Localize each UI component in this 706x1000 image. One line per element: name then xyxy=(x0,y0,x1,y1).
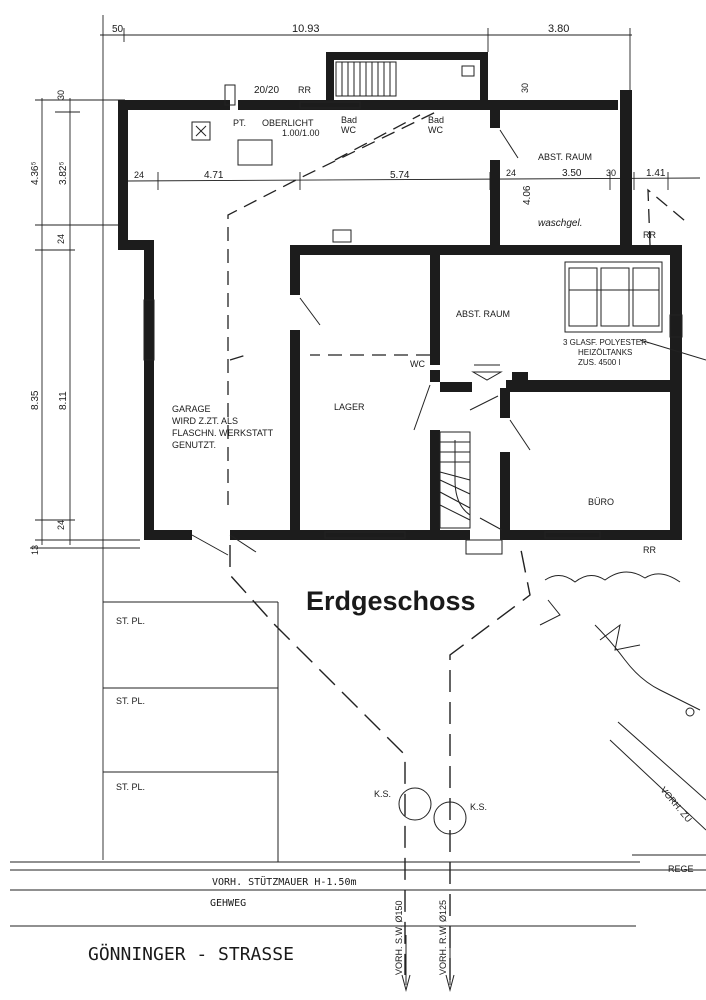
dim-13: 13 xyxy=(30,545,40,555)
label-st-pl-2: ST. PL. xyxy=(116,696,145,706)
label-bad-1: Bad xyxy=(341,115,357,125)
label-pt: PT. xyxy=(233,118,246,128)
label-buero: BÜRO xyxy=(588,497,614,507)
dim-436: 4.36⁵ xyxy=(30,161,41,185)
top-dimension-lines xyxy=(100,15,701,860)
inner-stairs xyxy=(439,431,471,529)
dim-382: 3.82⁵ xyxy=(58,161,69,185)
site-layout xyxy=(10,339,706,992)
label-garage-2: WIRD Z.ZT. ALS xyxy=(172,416,238,426)
label-stuetzmauer: VORH. STÜTZMAUER H-1.50m xyxy=(212,875,357,888)
label-st-pl-3: ST. PL. xyxy=(116,782,145,792)
label-rege: REGE xyxy=(668,864,694,874)
label-tanks-2: HEIZÖLTANKS xyxy=(578,348,632,357)
label-wc: WC xyxy=(410,359,425,369)
dim-141: 1.41 xyxy=(646,168,666,179)
label-rw: VORH. R.W. Ø125 xyxy=(438,900,448,975)
dim-406: 4.06 xyxy=(522,185,533,205)
label-garage-3: FLASCHN. WERKSTATT xyxy=(172,428,274,438)
label-tanks-1: 3 GLASF. POLYESTER- xyxy=(563,338,650,347)
drainage-dashed-lines xyxy=(227,109,691,980)
door-swings xyxy=(191,129,531,556)
dim-350: 3.50 xyxy=(562,168,582,179)
label-garage-4: GENUTZT. xyxy=(172,440,216,450)
label-ks-1: K.S. xyxy=(374,789,391,799)
dim-30: 30 xyxy=(606,168,616,178)
label-st-pl-1: ST. PL. xyxy=(116,616,145,626)
dim-30-top: 30 xyxy=(520,83,530,93)
dim-1093: 10.93 xyxy=(292,23,320,35)
dim-50: 50 xyxy=(112,24,124,35)
label-abst-raum-1: ABST. RAUM xyxy=(538,152,592,162)
dim-24-left-a: 24 xyxy=(56,234,66,244)
dim-574: 5.74 xyxy=(390,170,410,181)
dim-380: 3.80 xyxy=(548,23,569,35)
label-wc-1: WC xyxy=(341,125,356,135)
label-sw: VORH. S.W. Ø150 xyxy=(394,900,404,975)
dim-24-left: 24 xyxy=(134,170,144,180)
skylight-oberlicht xyxy=(191,84,273,166)
label-lager: LAGER xyxy=(334,402,365,412)
dim-30-left: 30 xyxy=(56,90,66,100)
dim-24-mid: 24 xyxy=(506,168,516,178)
oil-tanks xyxy=(564,261,663,333)
chimney-size: 20/20 xyxy=(254,85,279,96)
label-oberlicht-size: 1.00/1.00 xyxy=(282,128,320,138)
dim-811: 8.11 xyxy=(58,391,69,410)
label-ks-2: K.S. xyxy=(470,802,487,812)
label-rr-right-1: RR xyxy=(643,230,656,240)
label-rr-right-2: RR xyxy=(643,545,656,555)
label-tanks-3: ZUS. 4500 l xyxy=(578,358,620,367)
dim-24-left-b: 24 xyxy=(56,520,66,530)
label-garage-1: GARAGE xyxy=(172,404,211,414)
dim-835: 8.35 xyxy=(30,390,41,410)
label-gehweg: GEHWEG xyxy=(210,898,246,909)
left-dimension-lines xyxy=(30,98,140,549)
label-abst-raum-2: ABST. RAUM xyxy=(456,309,510,319)
top-stairs xyxy=(335,61,475,97)
windows xyxy=(143,101,683,539)
label-bad-2: Bad xyxy=(428,115,444,125)
building-walls xyxy=(118,52,682,540)
dim-471: 4.71 xyxy=(204,170,224,181)
label-strasse: GÖNNINGER - STRASSE xyxy=(88,943,294,965)
label-vorh-right: VORH. ZU xyxy=(658,785,693,824)
label-waschgel: waschgel. xyxy=(538,218,582,229)
rr-top: RR xyxy=(298,85,311,95)
label-oberlicht: OBERLICHT xyxy=(262,118,314,128)
page-title: Erdgeschoss xyxy=(306,586,476,616)
label-wc-2: WC xyxy=(428,125,443,135)
